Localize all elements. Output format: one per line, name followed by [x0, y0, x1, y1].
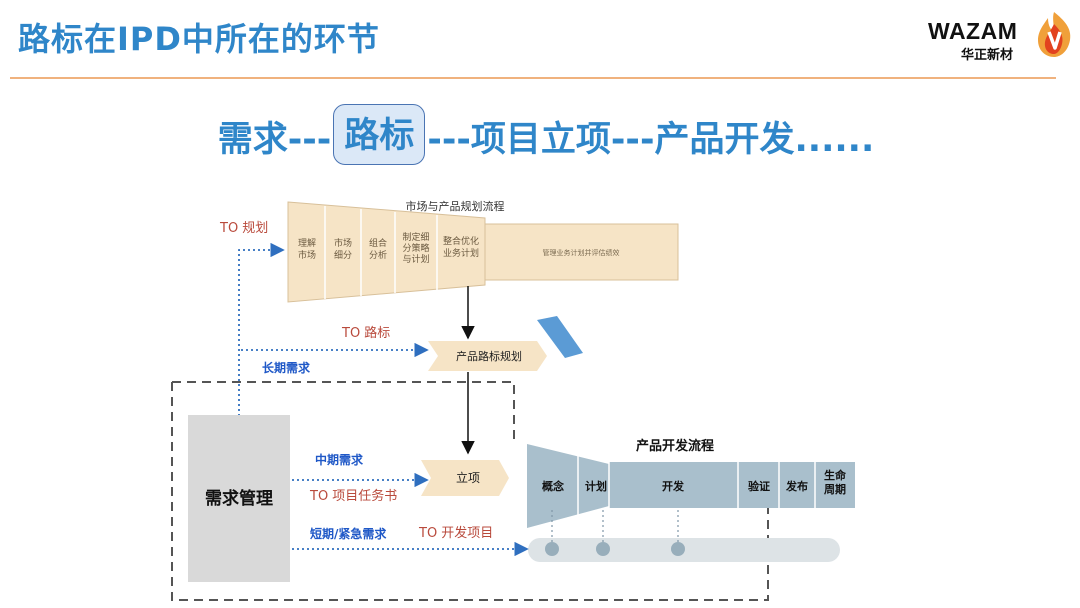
milestone-plan — [596, 542, 610, 556]
milestone-connectors — [551, 510, 679, 544]
roadmap-highlight: 路标 — [333, 104, 426, 165]
roadmap-chevron — [428, 341, 547, 371]
dev-phases: 概念 计划 开发 验证 发布 生命周期 — [542, 468, 847, 496]
milestone-develop — [671, 542, 685, 556]
logo-wordmark: WAZAM — [928, 18, 1018, 44]
label-to-roadmap: TO 路标 — [341, 325, 390, 341]
demand-scope-outline-top — [172, 381, 515, 444]
milestone-concept — [545, 542, 559, 556]
label-mid-term: 中期需求 — [315, 452, 364, 467]
dev-phase-dividers — [577, 456, 816, 516]
market-step-dividers — [324, 206, 438, 299]
label-short-term: 短期/紧急需求 — [310, 526, 387, 541]
market-tail-bar — [484, 223, 679, 281]
market-step-5: 整合优化业务计划 — [443, 235, 479, 259]
company-logo: WAZAM 华正新材 — [928, 10, 1078, 63]
flame-logo-icon — [1038, 12, 1071, 57]
logo-subtitle: 华正新材 — [961, 48, 1014, 63]
header-divider — [10, 77, 1056, 79]
project-label: 立项 — [456, 470, 480, 485]
market-tail-label: 管理业务计划并评估绩效 — [543, 248, 620, 257]
flow-before: 需求--- — [217, 120, 332, 160]
project-chevron — [421, 460, 509, 496]
market-funnel-shape — [287, 201, 486, 303]
flow-after: ---项目立项---产品开发...... — [427, 120, 875, 160]
pointer-arrow-icon — [537, 316, 583, 358]
dev-tail-bar — [609, 462, 855, 508]
market-step-4: 制定细分策略与计划 — [402, 231, 429, 265]
label-to-dev-project: TO 开发项目 — [418, 525, 493, 541]
dev-phase-lifecycle: 生命周期 — [824, 468, 847, 496]
dev-funnel-shape — [527, 444, 609, 528]
dev-process-title: 产品开发流程 — [636, 438, 714, 454]
roadmap-label: 产品路标规划 — [456, 349, 522, 363]
arrow-to-planning — [238, 242, 285, 416]
dev-phase-release: 发布 — [785, 479, 808, 493]
page-title: 路标在IPD中所在的环节 — [18, 20, 380, 58]
label-to-planning: TO 规划 — [219, 221, 268, 236]
dev-phase-verify: 验证 — [748, 479, 770, 493]
dev-phase-develop: 开发 — [662, 479, 685, 493]
label-to-project-task: TO 项目任务书 — [309, 488, 397, 504]
dev-phase-plan: 计划 — [585, 479, 607, 493]
market-step-3: 组合分析 — [369, 237, 387, 261]
ipd-diagram-svg: 市场与产品规划流程 理解市场 市场细分 组合分析 制定细分策略与计划 整合优化业… — [165, 188, 865, 608]
market-step-1: 理解市场 — [298, 237, 316, 261]
demand-management-label: 需求管理 — [205, 488, 273, 509]
label-long-term: 长期需求 — [262, 360, 311, 375]
market-process-title: 市场与产品规划流程 — [406, 199, 505, 213]
demand-management-box — [188, 415, 290, 582]
market-step-2: 市场细分 — [334, 237, 352, 261]
ipd-flow-headline: 需求---路标---项目立项---产品开发...... — [0, 104, 1080, 169]
ipd-diagram: 市场与产品规划流程 理解市场 市场细分 组合分析 制定细分策略与计划 整合优化业… — [165, 188, 865, 608]
market-steps: 理解市场 市场细分 组合分析 制定细分策略与计划 整合优化业务计划 — [298, 231, 479, 265]
dev-phase-concept: 概念 — [542, 479, 565, 493]
